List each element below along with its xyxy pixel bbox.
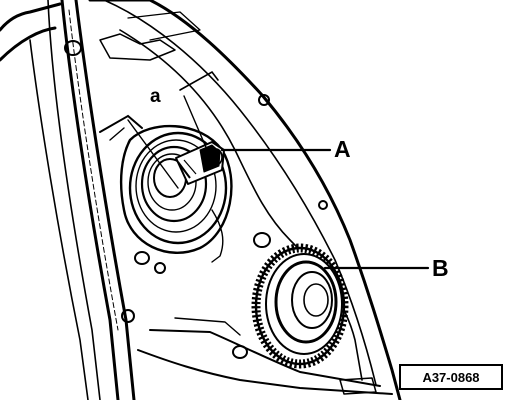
callout-label-b: B xyxy=(432,255,449,281)
gear-part-b xyxy=(251,243,349,369)
bolt-part-a xyxy=(175,141,225,185)
lower-panel-contour xyxy=(137,317,393,395)
guide-rail xyxy=(29,0,136,402)
mounting-holes xyxy=(64,40,328,359)
dimension-a-label: a xyxy=(150,86,161,107)
door-frame-outline xyxy=(0,0,402,402)
dimension-a-lines xyxy=(99,70,219,189)
callout-label-a: A xyxy=(334,136,351,162)
spring-drum xyxy=(119,124,233,263)
reference-code: A37-0868 xyxy=(422,370,479,385)
callout-leaders xyxy=(220,148,430,270)
reference-code-box: A37-0868 xyxy=(399,364,503,390)
